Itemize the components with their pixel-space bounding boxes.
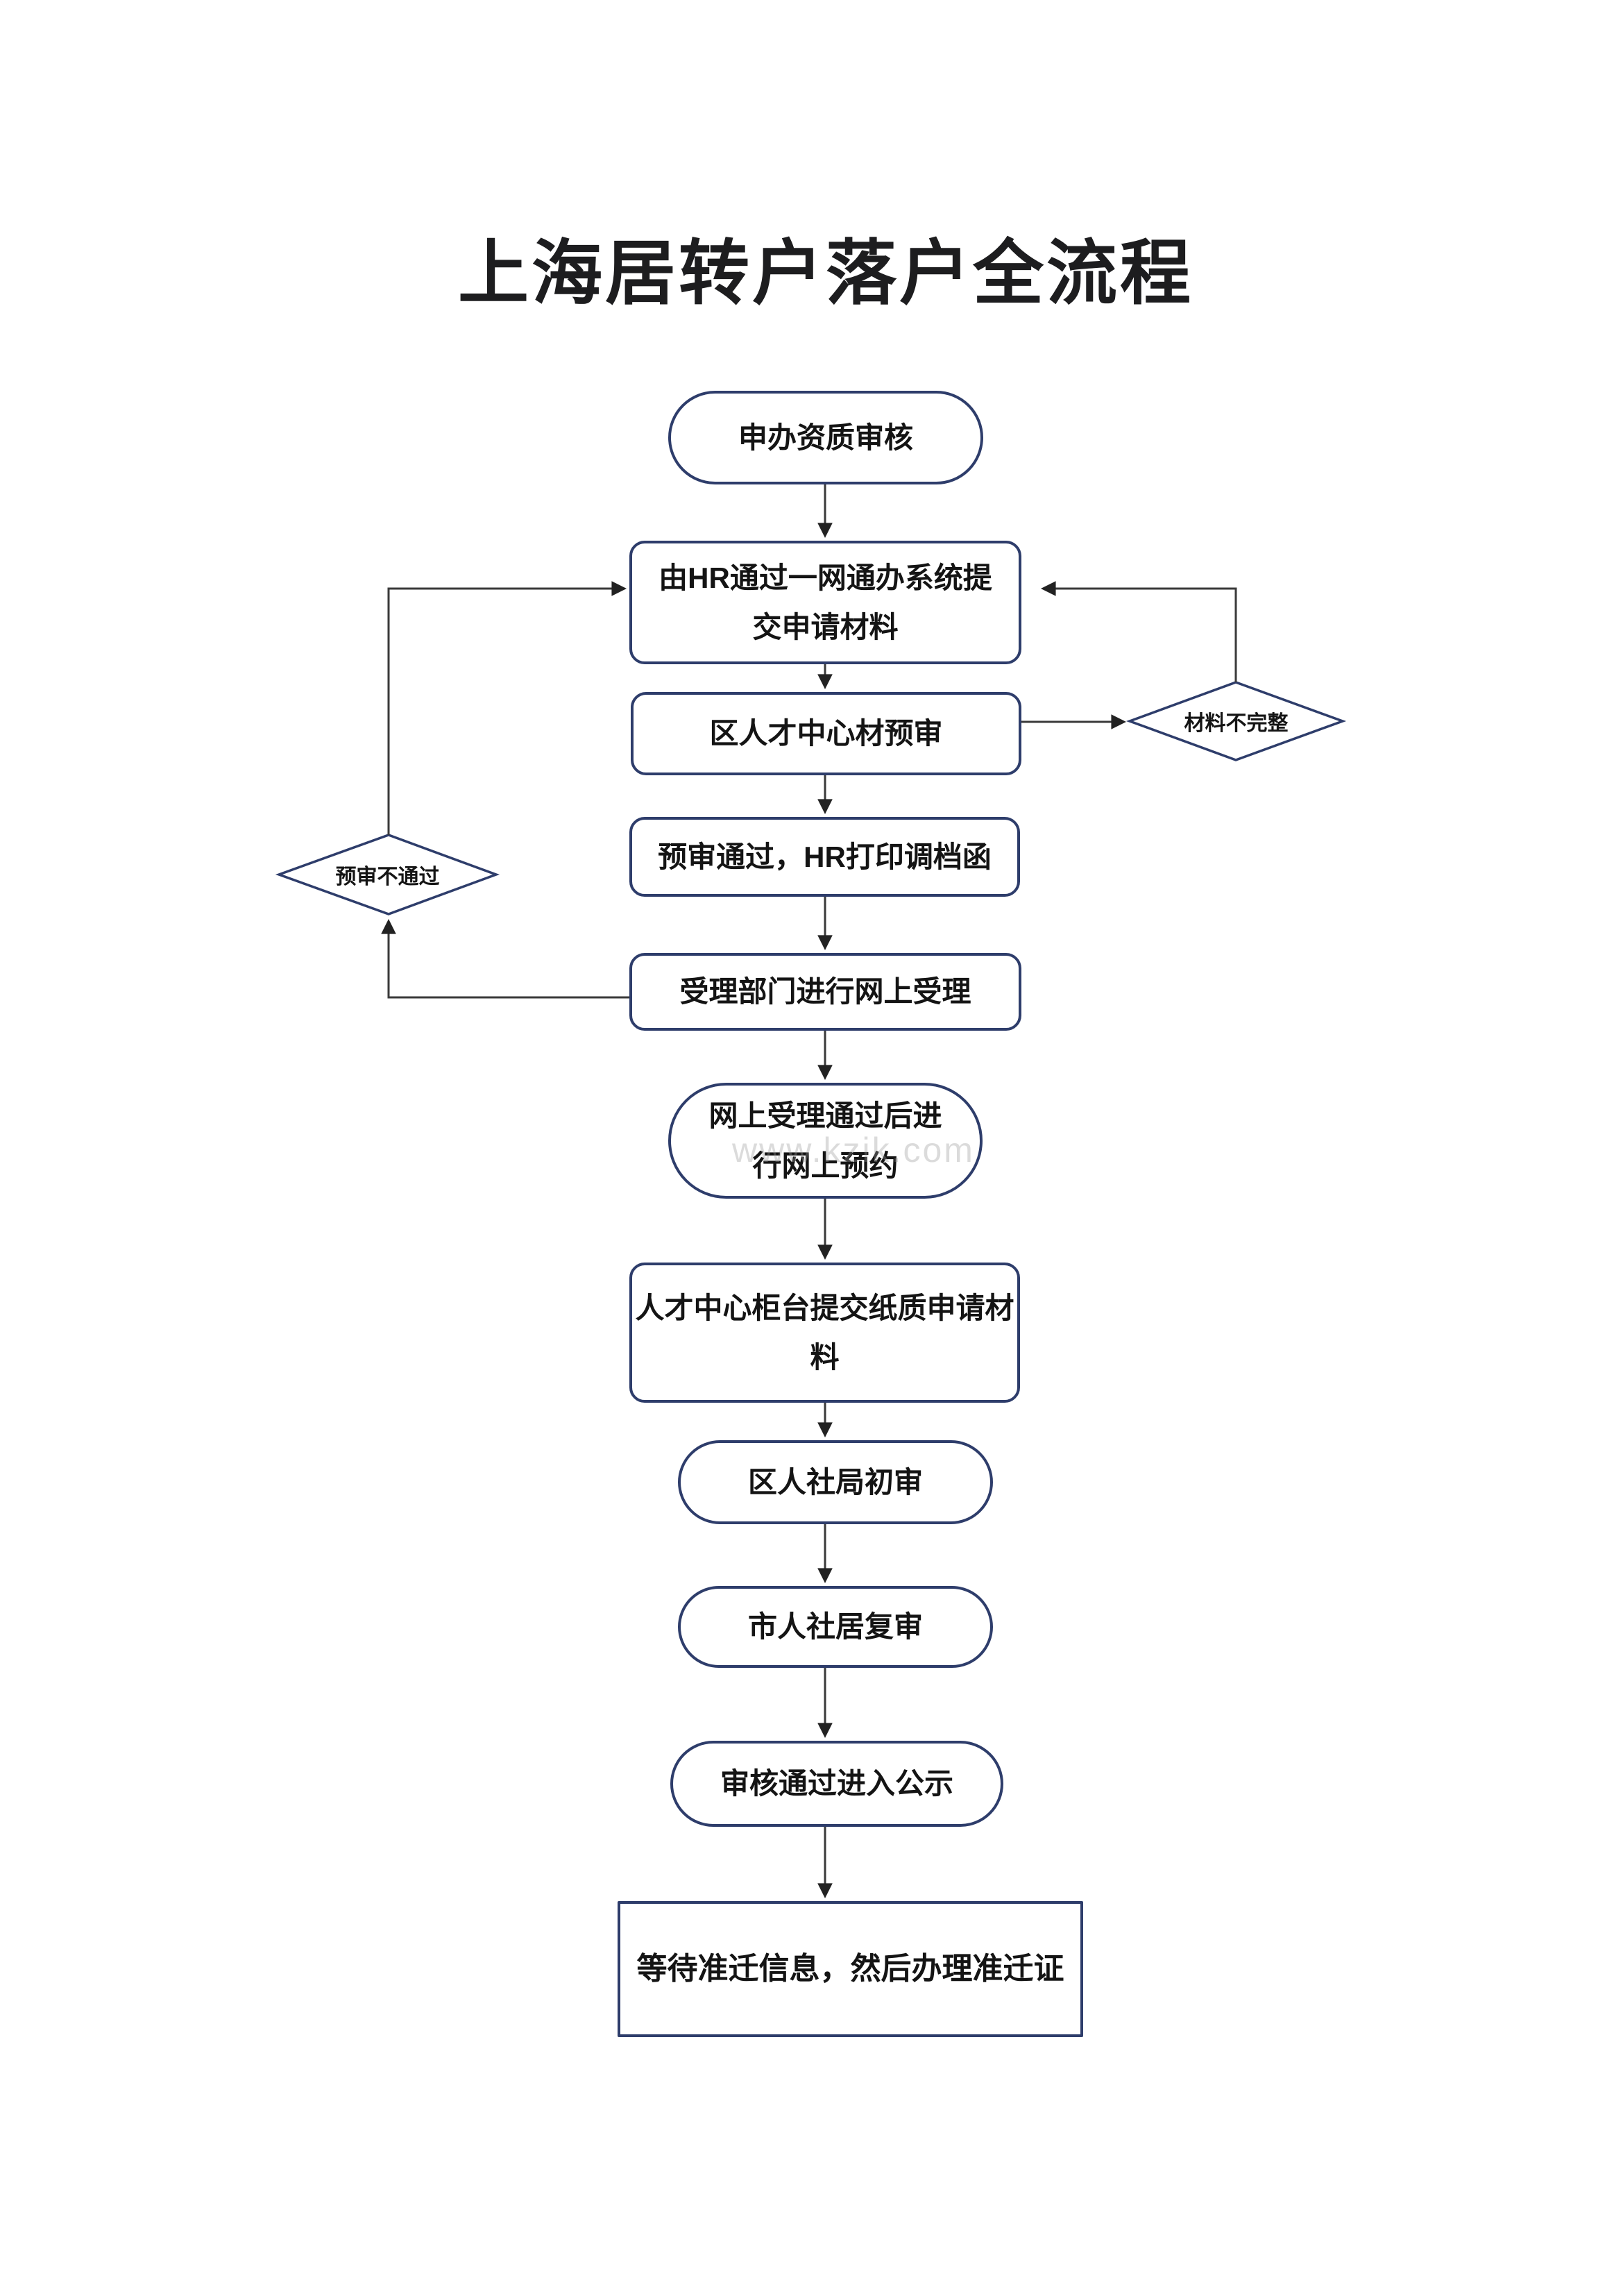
node-city-review-label: 市人社居复审 bbox=[747, 1610, 923, 1644]
node-online-accept: 受理部门进行网上受理 bbox=[629, 953, 1021, 1031]
arrow-accept-to-precheck-fail bbox=[381, 918, 629, 999]
node-counter-submit: 人才中心柜台提交纸质申请材料 bbox=[629, 1263, 1020, 1403]
node-final: 等待准迁信息，然后办理准迁证 bbox=[618, 1901, 1083, 2037]
arrow-precheck-fail-to-hr-submit bbox=[387, 581, 627, 835]
diamond-precheck-fail bbox=[275, 834, 500, 915]
node-online-booking-label: 网上受理通过后进行网上预约 bbox=[708, 1099, 942, 1182]
page-title: 上海居转户落户全流程 bbox=[458, 234, 1193, 313]
node-district-precheck: 区人才中心材预审 bbox=[631, 692, 1021, 775]
node-publicity: 审核通过进入公示 bbox=[670, 1741, 1003, 1827]
node-hr-submit-label: 由HR通过一网通办系统提交申请材料 bbox=[658, 561, 992, 643]
node-district-review-label: 区人社局初审 bbox=[747, 1465, 923, 1499]
node-district-review: 区人社局初审 bbox=[678, 1440, 993, 1524]
node-precheck-fail-label: 预审不通过 bbox=[335, 866, 440, 888]
node-precheck-pass-label: 预审通过，HR打印调档函 bbox=[658, 840, 992, 873]
arrow-materials-incomplete-to-hr-submit bbox=[1040, 581, 1237, 682]
node-online-booking: 网上受理通过后进行网上预约 bbox=[668, 1083, 983, 1199]
node-start-label: 申办资质审核 bbox=[738, 421, 913, 454]
node-final-label: 等待准迁信息，然后办理准迁证 bbox=[636, 1951, 1064, 1986]
diamond-materials-incomplete bbox=[1125, 681, 1347, 761]
node-counter-submit-label: 人才中心柜台提交纸质申请材料 bbox=[635, 1291, 1014, 1374]
node-city-review: 市人社居复审 bbox=[678, 1586, 993, 1668]
node-publicity-label: 审核通过进入公示 bbox=[720, 1767, 953, 1800]
node-materials-incomplete: 材料不完整 bbox=[1130, 682, 1343, 760]
node-district-precheck-label: 区人才中心材预审 bbox=[709, 717, 943, 750]
node-precheck-pass: 预审通过，HR打印调档函 bbox=[629, 817, 1020, 897]
node-online-accept-label: 受理部门进行网上受理 bbox=[679, 975, 971, 1008]
node-start: 申办资质审核 bbox=[668, 391, 983, 484]
node-materials-incomplete-label: 材料不完整 bbox=[1184, 712, 1289, 735]
node-hr-submit: 由HR通过一网通办系统提交申请材料 bbox=[629, 541, 1021, 664]
node-precheck-fail: 预审不通过 bbox=[279, 835, 496, 914]
